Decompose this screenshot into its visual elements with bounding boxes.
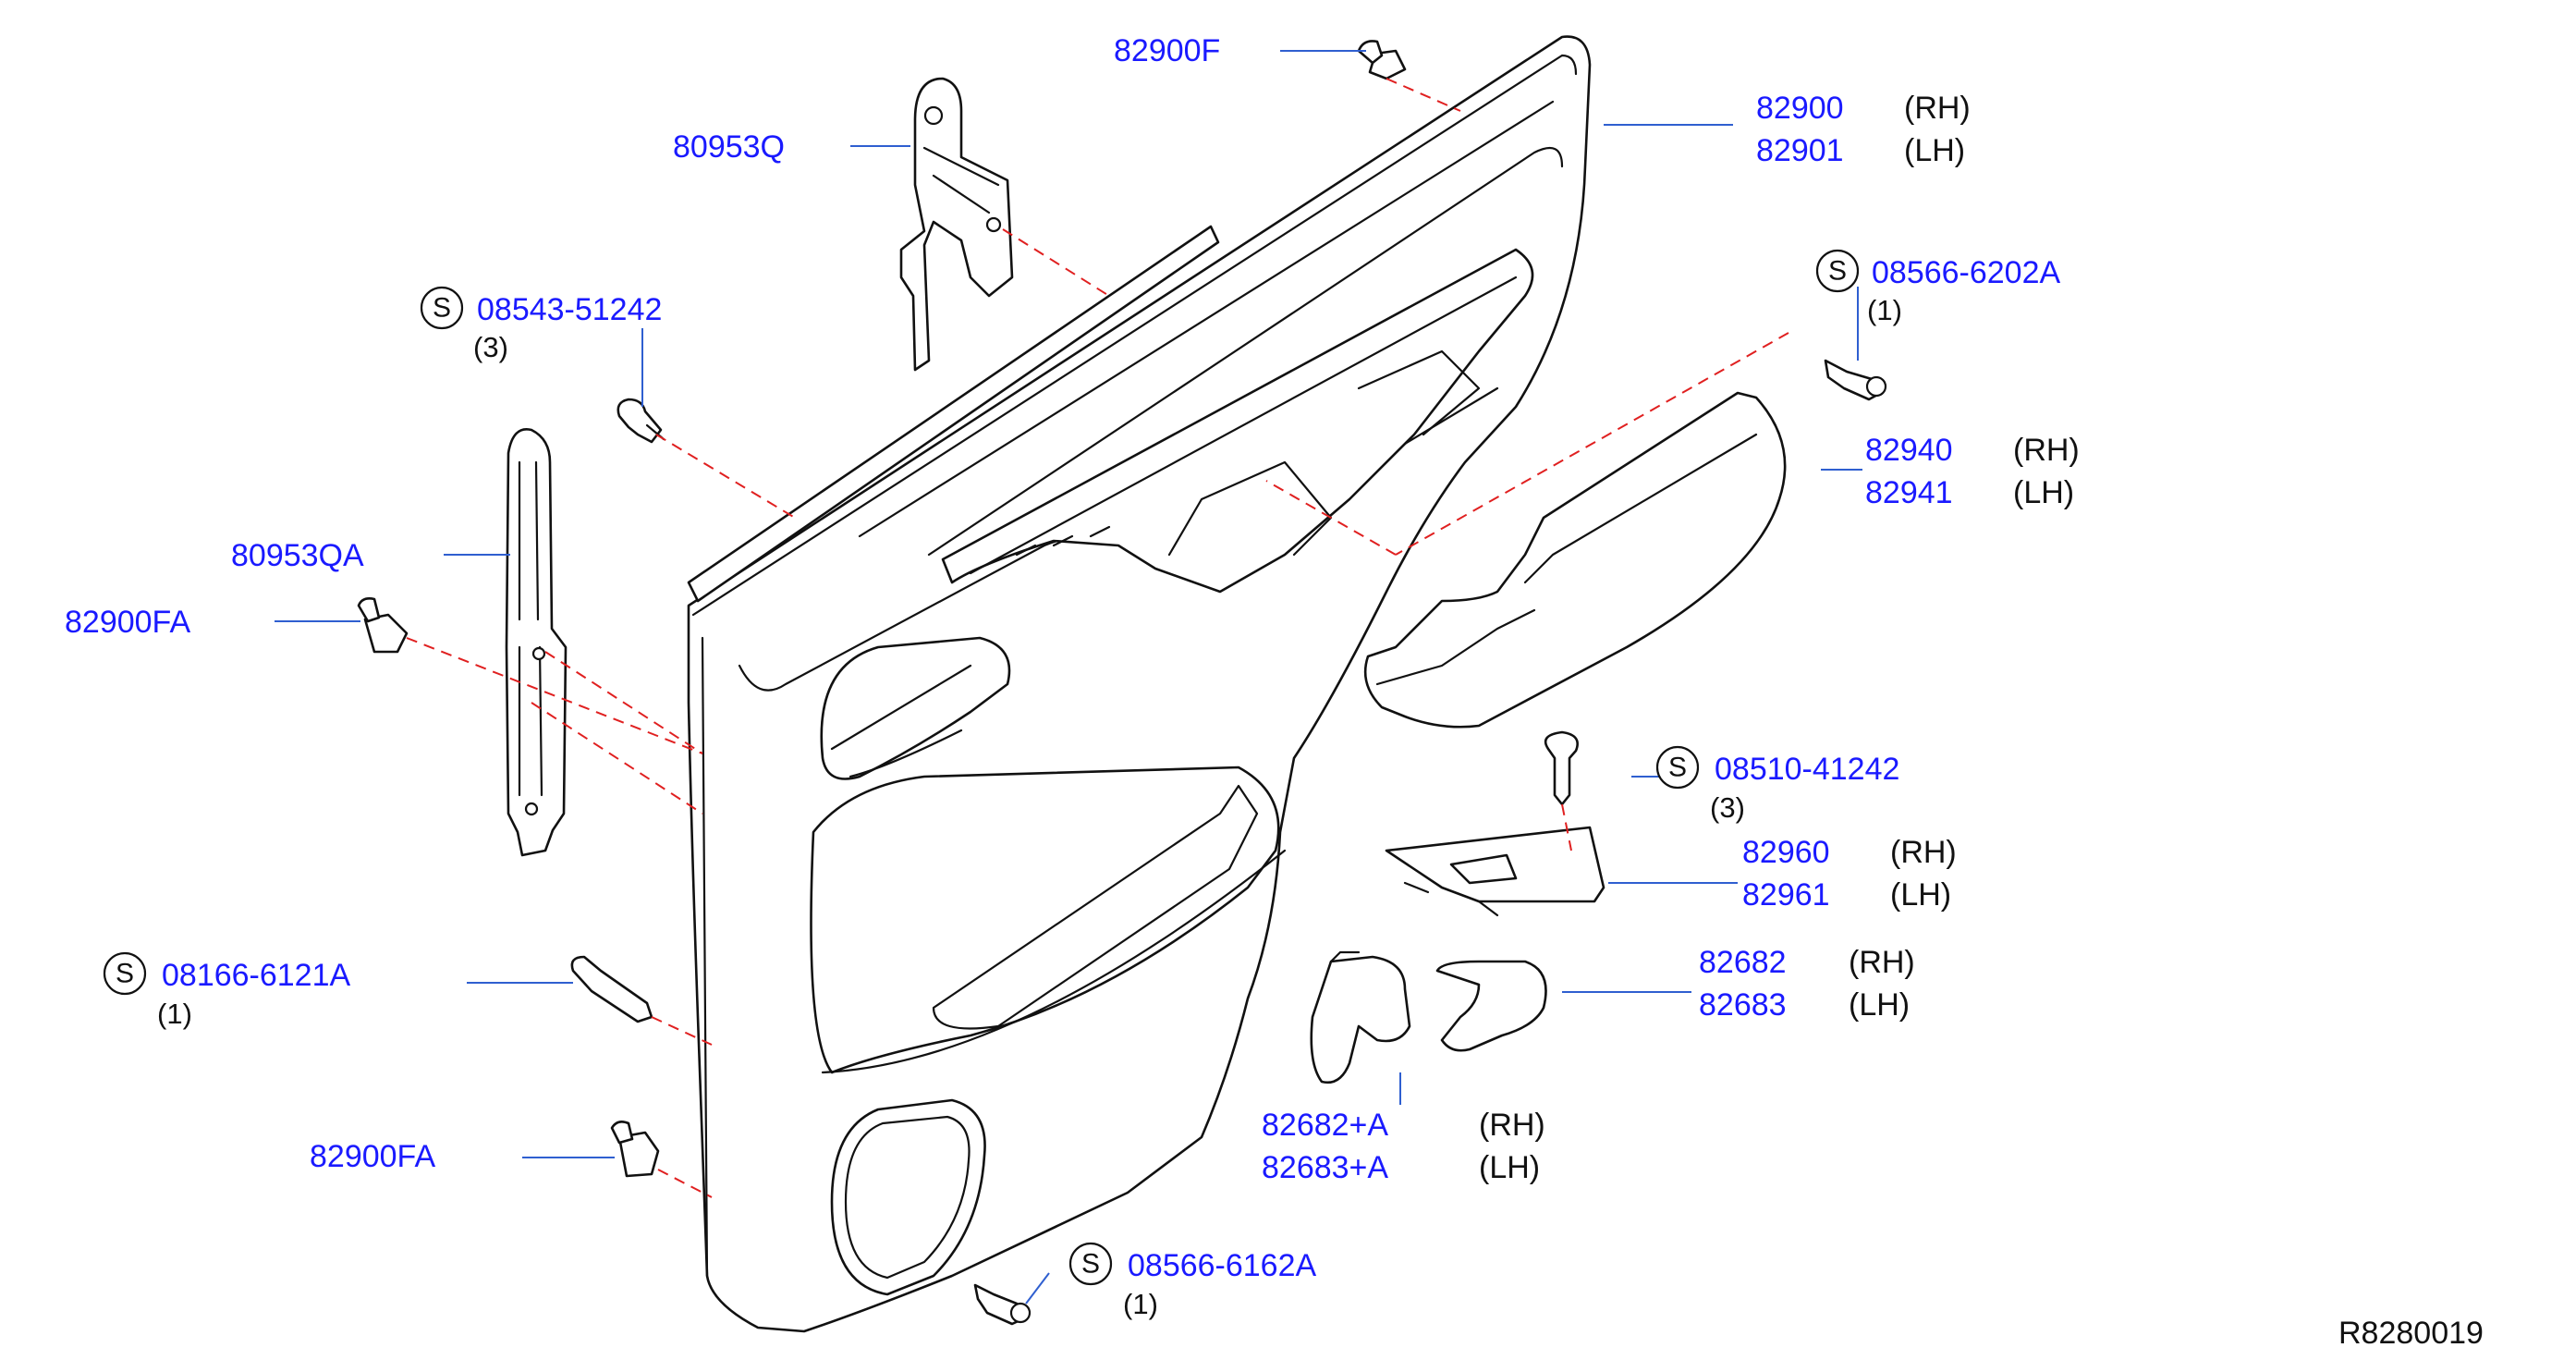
- screw-mark-icon: [1655, 745, 1700, 790]
- part-number-lh: 82961: [1742, 877, 1830, 913]
- side-rh: (RH): [1890, 835, 1957, 870]
- screw-mark: S: [1828, 256, 1847, 287]
- callout-08166-6121a: S 08166-6121A (1): [103, 951, 351, 1030]
- side-lh: (LH): [1890, 877, 1951, 913]
- screw-08166-6121a-drawing: [570, 955, 653, 1023]
- screw-mark: S: [433, 293, 451, 324]
- part-number: 82900FA: [65, 605, 190, 640]
- part-number-lh: 82683+A: [1262, 1150, 1388, 1185]
- bracket-80953qa-drawing: [505, 428, 568, 857]
- reference-code: R8280019: [2338, 1316, 2484, 1351]
- callout-08566-6162a: S 08566-6162A (1): [1068, 1242, 1317, 1320]
- screw-mark: S: [116, 959, 134, 989]
- handle-escutcheon-82682a-drawing: [1310, 950, 1411, 1084]
- leader-lines: [275, 50, 1862, 1305]
- callout-82900f: 82900F: [1114, 33, 1220, 68]
- armrest-82940-drawing: [1363, 391, 1787, 729]
- screw-mark-icon: [1815, 249, 1860, 293]
- bracket-80953q-drawing: [899, 77, 1014, 372]
- clip-82900fa-bottom-drawing: [610, 1121, 660, 1178]
- part-number: 08510-41242: [1715, 752, 1899, 787]
- side-rh: (RH): [2013, 433, 2080, 468]
- clip-82900fa-top-drawing: [357, 597, 409, 654]
- quantity: (1): [1867, 294, 1902, 326]
- part-number-rh: 82900: [1756, 91, 1844, 126]
- part-number-rh: 82940: [1865, 433, 1953, 468]
- callout-82900: 82900 (RH) 82901 (LH): [1756, 91, 1971, 168]
- quantity: (3): [473, 331, 508, 363]
- quantity: (1): [1123, 1288, 1158, 1320]
- quantity: (1): [157, 998, 192, 1030]
- side-lh: (LH): [1904, 133, 1965, 168]
- side-rh: (RH): [1904, 91, 1971, 126]
- part-number-lh: 82901: [1756, 133, 1844, 168]
- part-number-lh: 82941: [1865, 475, 1953, 510]
- side-rh: (RH): [1849, 945, 1915, 980]
- part-number: 80953QA: [231, 538, 364, 573]
- part-number-rh: 82682: [1699, 945, 1787, 980]
- quantity: (3): [1710, 791, 1745, 824]
- screw-mark: S: [1081, 1249, 1100, 1280]
- screw-08510-41242-drawing: [1544, 730, 1579, 806]
- part-number: 82900F: [1114, 33, 1220, 68]
- side-lh: (LH): [2013, 475, 2074, 510]
- callout-80953q: 80953Q: [673, 129, 785, 165]
- switch-plate-82960-drawing: [1385, 826, 1605, 917]
- screw-mark-icon: [420, 286, 464, 330]
- handle-escutcheon-82682-drawing: [1435, 960, 1547, 1052]
- screw-mark-icon: [103, 951, 147, 996]
- side-lh: (LH): [1479, 1150, 1540, 1185]
- callout-82900fa-top: 82900FA: [65, 605, 190, 640]
- door-trim-panel-drawing: [687, 35, 1592, 1333]
- callout-82682a: 82682+A (RH) 82683+A (LH): [1262, 1108, 1545, 1185]
- callout-08510-41242: S 08510-41242 (3): [1655, 745, 1899, 824]
- part-number: 80953Q: [673, 129, 785, 165]
- part-number: 08166-6121A: [162, 958, 351, 993]
- callout-08566-6202a: S 08566-6202A (1): [1815, 249, 2061, 326]
- clip-82900f-drawing: [1357, 40, 1407, 80]
- part-number: 82900FA: [310, 1139, 435, 1174]
- part-number-rh: 82682+A: [1262, 1108, 1388, 1143]
- screw-08566-6162a-drawing: [973, 1283, 1032, 1326]
- screw-mark-icon: [1068, 1242, 1113, 1286]
- callout-08543-51242: S 08543-51242 (3): [420, 286, 662, 363]
- part-number: 08543-51242: [477, 292, 662, 327]
- part-number: 08566-6162A: [1128, 1248, 1317, 1283]
- alignment-lines: [406, 78, 1789, 1198]
- callout-80953qa: 80953QA: [231, 538, 364, 573]
- callout-82960: 82960 (RH) 82961 (LH): [1742, 835, 1957, 913]
- part-number-lh: 82683: [1699, 987, 1787, 1023]
- callout-82682: 82682 (RH) 82683 (LH): [1699, 945, 1915, 1023]
- screw-08566-6202a-drawing: [1824, 359, 1887, 401]
- side-lh: (LH): [1849, 987, 1910, 1023]
- part-number: 08566-6202A: [1872, 255, 2061, 290]
- callout-82900fa-bottom: 82900FA: [310, 1139, 435, 1174]
- screw-mark: S: [1668, 753, 1687, 783]
- side-rh: (RH): [1479, 1108, 1545, 1143]
- part-number-rh: 82960: [1742, 835, 1830, 870]
- callout-82940: 82940 (RH) 82941 (LH): [1865, 433, 2080, 510]
